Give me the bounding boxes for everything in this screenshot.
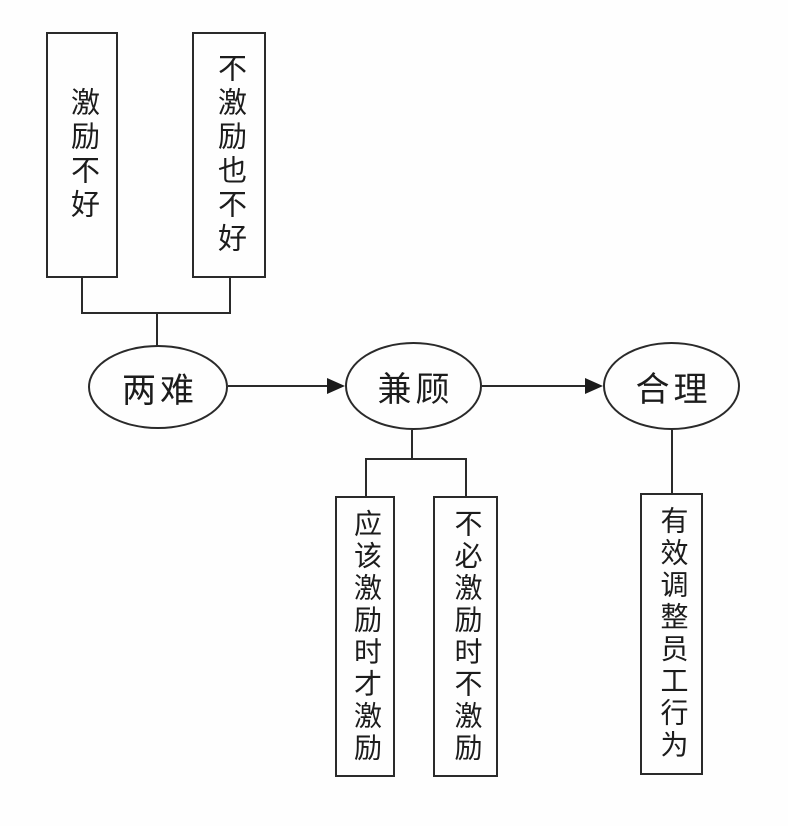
connector-line xyxy=(411,430,413,460)
box-incentivize-only-when-should: 应该激励时才激励 xyxy=(335,496,395,777)
connector-line xyxy=(81,278,83,313)
box-effectively-adjust-employee-behavior-label: 有效调整员工行为 xyxy=(656,506,688,762)
box-effectively-adjust-employee-behavior: 有效调整员工行为 xyxy=(640,493,703,775)
ellipse-reasonable-label: 合理 xyxy=(635,371,712,409)
ellipse-dilemma-label: 两难 xyxy=(122,372,198,410)
connector-line xyxy=(229,278,231,313)
connector-line xyxy=(156,313,158,346)
box-incentivize-only-when-should-label: 应该激励时才激励 xyxy=(350,508,381,765)
arrowhead-right-icon xyxy=(585,378,603,394)
ellipse-dilemma: 两难 xyxy=(88,345,228,429)
connector-line xyxy=(465,459,467,497)
ellipse-balance-label: 兼顾 xyxy=(377,371,454,409)
arrow-shaft xyxy=(228,385,329,387)
ellipse-balance: 兼顾 xyxy=(345,342,482,430)
box-no-incentive-when-unnecessary: 不必激励时不激励 xyxy=(433,496,498,777)
box-incentive-not-good: 激励不好 xyxy=(46,32,118,278)
connector-line xyxy=(365,459,367,497)
ellipse-reasonable: 合理 xyxy=(603,342,740,430)
arrowhead-right-icon xyxy=(327,378,345,394)
arrow-shaft xyxy=(482,385,585,387)
box-no-incentive-when-unnecessary-label: 不必激励时不激励 xyxy=(450,508,482,765)
box-no-incentive-also-not-good: 不激励也不好 xyxy=(192,32,266,278)
connector-line xyxy=(671,430,673,494)
box-no-incentive-also-not-good-label: 不激励也不好 xyxy=(213,53,246,257)
connector-line xyxy=(365,458,467,460)
box-incentive-not-good-label: 激励不好 xyxy=(66,87,99,223)
